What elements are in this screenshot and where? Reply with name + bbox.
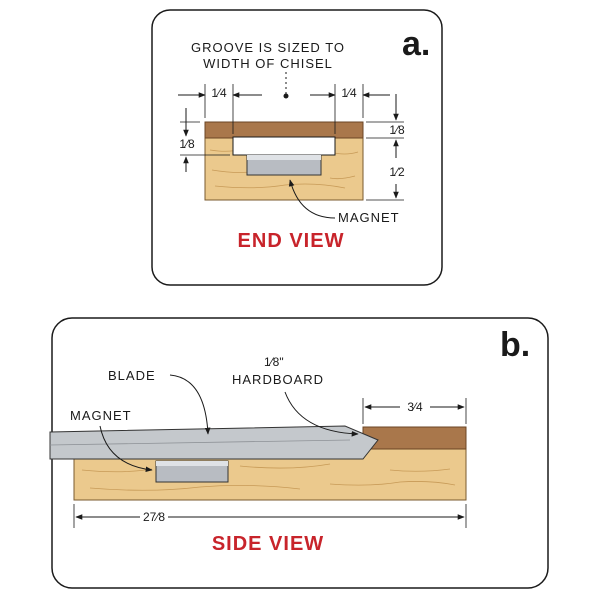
end-view-hardboard: [204, 121, 364, 139]
panel-b-side-view: b. BLADE 1⁄8" HARDBOARD MAGNET: [49, 317, 549, 589]
side-view-title: SIDE VIEW: [212, 533, 324, 555]
side-magnet-leader: [99, 425, 153, 473]
end-view-groove: [232, 136, 336, 156]
dim-right-half-label: 1⁄2: [389, 165, 405, 179]
blade-label: BLADE: [108, 368, 156, 383]
hardboard-size-label: 1⁄8": [264, 355, 284, 369]
hardboard-leader: [284, 391, 359, 437]
side-view-hardboard: [362, 426, 467, 450]
groove-center-dot: [283, 93, 289, 99]
dim-length-label: 27⁄8: [143, 510, 165, 524]
end-magnet-leader: [288, 179, 336, 219]
end-magnet-label: MAGNET: [338, 210, 400, 225]
side-magnet-label: MAGNET: [70, 408, 132, 423]
blade-leader: [169, 374, 211, 435]
side-view-wood-grain: [81, 463, 456, 491]
groove-note-line2: WIDTH OF CHISEL: [203, 56, 333, 71]
dim-left-quarter-label: 1⁄4: [211, 86, 227, 100]
hardboard-label: HARDBOARD: [232, 372, 324, 387]
panel-a-end-view: a. GROOVE IS SIZED TO WIDTH OF CHISEL 1⁄…: [151, 9, 443, 286]
groove-note-line1: GROOVE IS SIZED TO: [191, 40, 345, 55]
end-view-title: END VIEW: [238, 230, 345, 252]
dim-right-eighth-label: 1⁄8: [389, 123, 405, 137]
panel-a-letter: a.: [402, 25, 430, 63]
dim-right-quarter-label: 1⁄4: [341, 86, 357, 100]
dim-left-eighth-label: 1⁄8: [179, 137, 195, 151]
dim-three-quarter-label: 3⁄4: [407, 400, 423, 414]
panel-b-letter: b.: [500, 326, 530, 364]
